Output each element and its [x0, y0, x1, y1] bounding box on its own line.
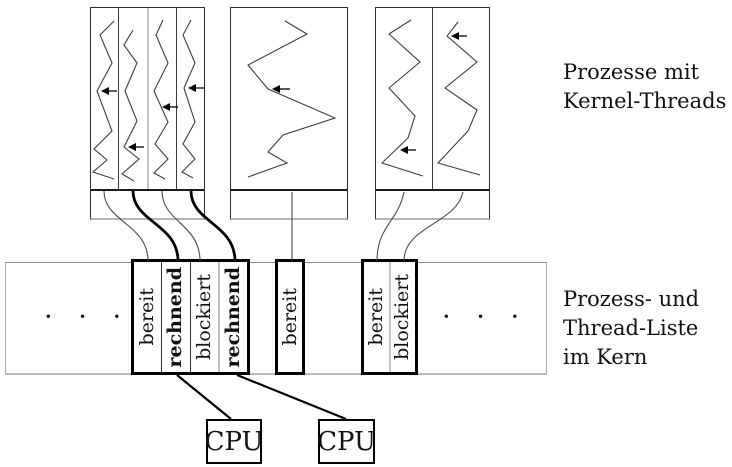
process-1-threads	[91, 8, 204, 189]
thread-state-label: rechnend	[164, 266, 187, 368]
thread-state-label: blockiert	[391, 274, 414, 360]
annotation-processes: Prozesse mit Kernel-Threads	[563, 58, 726, 116]
thread-state-cell: rechnend	[161, 262, 189, 372]
ellipsis-right: · · ·	[443, 306, 520, 328]
list-group-process-2: bereit	[275, 259, 305, 375]
cpu-box-left: CPU	[204, 419, 264, 464]
thread-state-cell: blockiert	[388, 262, 416, 372]
thread-column	[146, 8, 176, 189]
thread-state-label: bereit	[364, 288, 387, 346]
process-box-1	[90, 7, 205, 220]
process-3-threads	[376, 8, 489, 189]
thread-state-cell: bereit	[134, 262, 161, 372]
thread-state-label: bereit	[278, 288, 301, 346]
annotation-line: im Kern	[563, 345, 648, 369]
thread-state-label: bereit	[136, 288, 159, 346]
thread-column	[91, 8, 118, 189]
annotation-line: Thread-Liste	[563, 316, 699, 340]
process-1-footer	[91, 189, 204, 218]
list-group-process-1: bereit rechnend blockiert rechnend	[131, 259, 250, 375]
ellipsis-left: · · ·	[45, 306, 122, 328]
thread-column	[175, 8, 204, 189]
annotation-line: Prozess- und	[563, 287, 700, 311]
thread-state-label: rechnend	[221, 266, 244, 368]
thread-state-cell: blockiert	[189, 262, 218, 372]
thread-state-cell: bereit	[364, 262, 389, 372]
thread-state-cell: rechnend	[217, 262, 247, 372]
annotation-line: Kernel-Threads	[563, 89, 727, 113]
thread-column	[432, 8, 489, 189]
cpu-label: CPU	[317, 426, 376, 457]
list-group-process-3: bereit blockiert	[361, 259, 418, 375]
cpu-assignment-line	[236, 373, 347, 421]
cpu-label: CPU	[204, 426, 264, 457]
thread-state-cell: bereit	[278, 262, 302, 372]
process-box-3	[375, 7, 490, 220]
process-3-footer	[376, 189, 489, 218]
process-2-threads	[231, 8, 347, 189]
process-box-2	[230, 7, 348, 220]
annotation-line: Prozesse mit	[563, 60, 700, 84]
thread-column	[231, 8, 347, 189]
thread-column	[118, 8, 146, 189]
cpu-box-right: CPU	[317, 419, 376, 464]
thread-state-label: blockiert	[192, 274, 215, 360]
cpu-assignment-line	[176, 374, 232, 420]
thread-column	[376, 8, 432, 189]
annotation-kernel-list: Prozess- und Thread-Liste im Kern	[563, 285, 699, 372]
process-2-footer	[231, 189, 347, 218]
